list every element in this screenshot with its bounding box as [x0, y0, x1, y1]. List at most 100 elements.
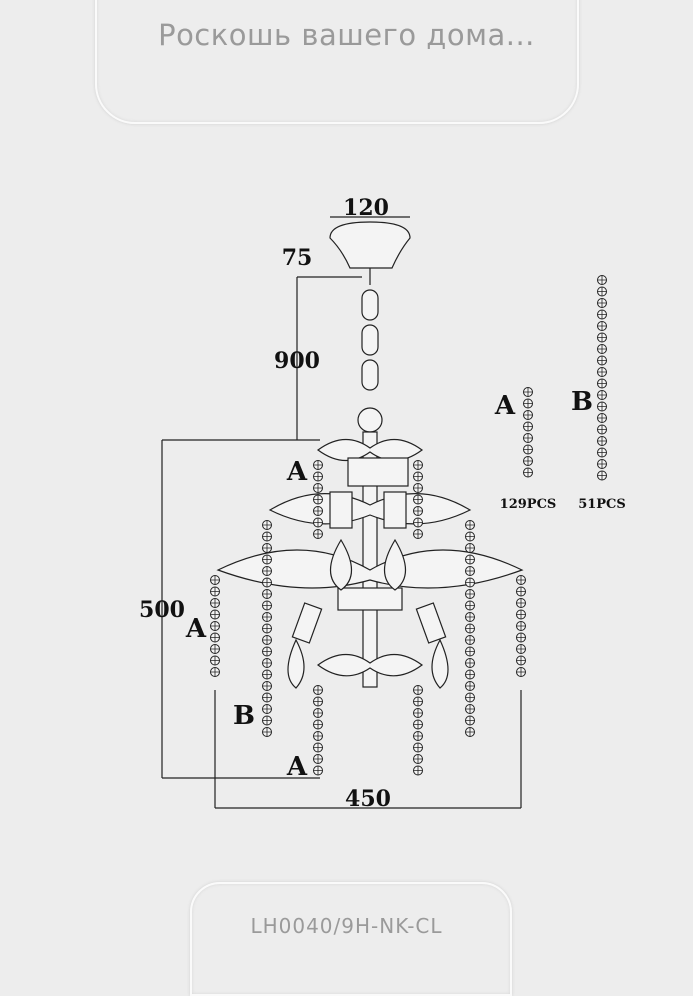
- bead-facet: [314, 755, 322, 763]
- bead-facet: [211, 576, 219, 584]
- bead-facet: [466, 624, 474, 633]
- bead-facet: [414, 461, 422, 469]
- bead-facet: [314, 743, 322, 752]
- bead-facet: [598, 299, 606, 307]
- bead-facet: [466, 601, 474, 610]
- bead-facet: [263, 601, 271, 610]
- bead-facet: [263, 567, 271, 575]
- bead-facet: [211, 668, 219, 676]
- dimension-lines: [161, 216, 522, 809]
- bead-facet: [517, 576, 525, 584]
- chandelier-drawing: 120 75 900 500 450 A A B A A B 129PCS 51…: [139, 195, 626, 812]
- bead-facet: [598, 402, 606, 411]
- bead-facet: [598, 414, 606, 422]
- bead-facet: [466, 567, 474, 575]
- bead-facet: [517, 587, 525, 596]
- bead-facet: [517, 645, 525, 653]
- bead-facet: [466, 555, 474, 564]
- bead-facet: [263, 613, 271, 621]
- bead-facet: [414, 530, 422, 538]
- bead-facet: [466, 705, 474, 713]
- bead-facet: [598, 425, 606, 434]
- bead-facet: [466, 659, 474, 667]
- bead-facet: [414, 484, 422, 492]
- bead-facet: [314, 697, 322, 706]
- bead-facet: [524, 468, 532, 477]
- bead-facet: [466, 670, 474, 679]
- bead-facet: [414, 732, 422, 740]
- bead-facet: [414, 755, 422, 763]
- bead-facet: [211, 645, 219, 653]
- bead-facet: [314, 507, 322, 515]
- bead-facet: [414, 697, 422, 706]
- crystal-bead-chains: [210, 275, 607, 776]
- bead-facet: [466, 532, 474, 541]
- bead-facet: [414, 743, 422, 752]
- bead-facet: [314, 530, 322, 538]
- bead-facet: [263, 590, 271, 598]
- bead-facet: [314, 720, 322, 729]
- label-a-top: A: [286, 457, 308, 487]
- bead-facet: [263, 521, 271, 529]
- legend-label-a: A: [494, 391, 516, 421]
- legend-count-b: 51PCS: [578, 497, 626, 512]
- top-decorative-panel: [95, 0, 579, 124]
- label-b-left: B: [233, 701, 255, 731]
- bead-facet: [211, 587, 219, 596]
- bead-facet: [524, 399, 532, 408]
- bead-facet: [263, 624, 271, 633]
- bead-facet: [211, 622, 219, 630]
- bead-facet: [598, 379, 606, 388]
- bead-facet: [598, 356, 606, 365]
- bead-facet: [517, 668, 525, 676]
- bead-facet: [598, 345, 606, 353]
- bead-facet: [517, 599, 525, 607]
- bead-facet: [263, 670, 271, 679]
- bead-facet: [466, 590, 474, 598]
- bead-facet: [263, 728, 271, 736]
- bead-facet: [466, 578, 474, 587]
- chandelier-body: [216, 221, 524, 689]
- bead-facet: [263, 647, 271, 656]
- bead-facet: [598, 287, 606, 296]
- bead-facet: [314, 484, 322, 492]
- bead-facet: [524, 422, 532, 431]
- bead-facet: [314, 686, 322, 694]
- bead-facet: [314, 495, 322, 504]
- brand-slogan: Роскошь вашего дома...: [158, 18, 535, 52]
- bead-facet: [263, 532, 271, 541]
- bead-facet: [598, 391, 606, 399]
- bead-facet: [314, 472, 322, 481]
- bead-facet: [211, 656, 219, 665]
- bead-facet: [466, 521, 474, 529]
- bead-facet: [414, 720, 422, 729]
- bead-facet: [517, 656, 525, 665]
- bead-facet: [598, 368, 606, 376]
- bead-facet: [598, 471, 606, 480]
- dim-body-height: 500: [139, 597, 185, 623]
- bead-facet: [524, 434, 532, 442]
- bead-facet: [211, 599, 219, 607]
- bead-facet: [314, 732, 322, 740]
- dim-chain-length: 900: [274, 348, 320, 374]
- bead-facet: [598, 437, 606, 445]
- bead-facet: [414, 686, 422, 694]
- bead-facet: [466, 544, 474, 552]
- bead-facet: [263, 636, 271, 644]
- label-a-bottom: A: [286, 752, 308, 782]
- bead-facet: [524, 388, 532, 396]
- legend-count-a: 129PCS: [500, 497, 557, 512]
- bead-facet: [524, 411, 532, 419]
- label-a-left: A: [185, 614, 207, 644]
- model-number: LH0040/9H-NK-CL: [250, 914, 443, 938]
- bead-facet: [263, 705, 271, 713]
- bead-facet: [263, 659, 271, 667]
- dim-body-width: 450: [345, 786, 391, 812]
- bead-facet: [414, 766, 422, 775]
- bead-facet: [598, 333, 606, 342]
- bead-facet: [414, 709, 422, 717]
- bead-facet: [314, 709, 322, 717]
- bead-facet: [414, 518, 422, 527]
- bead-facet: [263, 682, 271, 690]
- bead-facet: [466, 636, 474, 644]
